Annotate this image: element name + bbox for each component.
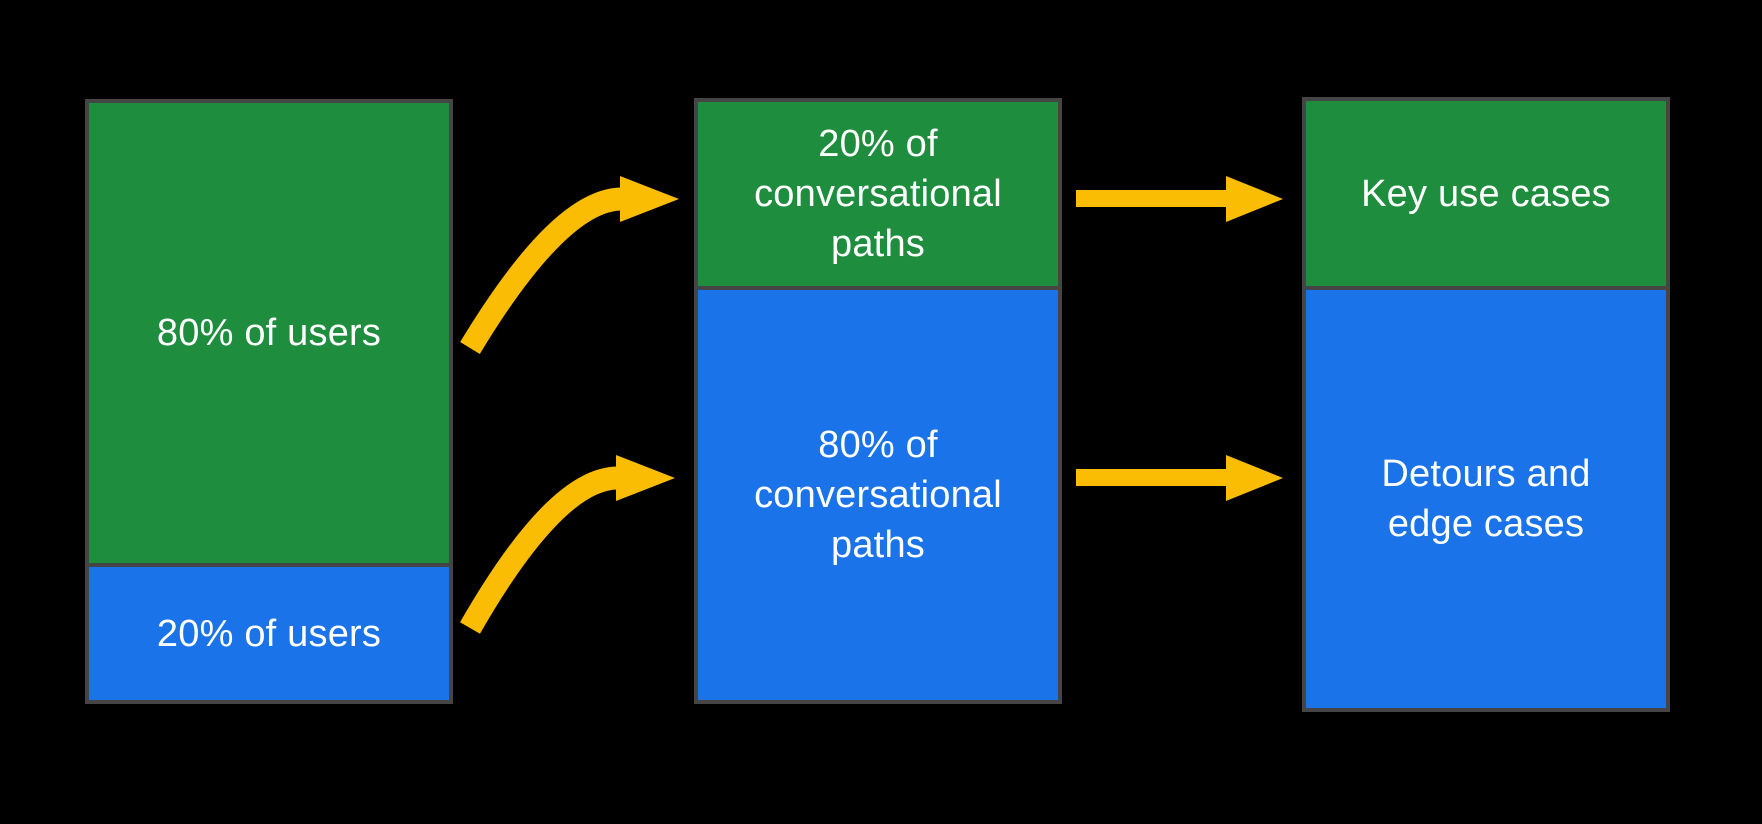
detours-edge-cases-segment: Detours and edge cases (1306, 290, 1666, 708)
paths-20-label: 20% of conversational paths (754, 123, 1002, 265)
straight-arrow-paths80-to-detours-icon (1076, 455, 1283, 501)
users-80-segment: 80% of users (89, 103, 449, 567)
outcomes-bar: Key use cases Detours and edge cases (1302, 97, 1670, 712)
paths-80-segment: 80% of conversational paths (698, 290, 1058, 700)
users-bar: 80% of users 20% of users (85, 99, 453, 704)
users-80-label: 80% of users (156, 312, 382, 354)
key-use-cases-label: Key use cases (1361, 172, 1611, 215)
paths-80-label: 80% of conversational paths (754, 424, 1002, 566)
curved-arrow-users80-to-paths20-icon (460, 176, 679, 354)
conversational-paths-bar: 20% of conversational paths 80% of conve… (694, 98, 1062, 704)
curved-arrow-users20-to-paths80-icon (460, 455, 675, 634)
users-20-segment: 20% of users (89, 567, 449, 700)
straight-arrow-paths20-to-keyusecases-icon (1076, 176, 1283, 222)
paths-20-segment: 20% of conversational paths (698, 102, 1058, 290)
users-20-label: 20% of users (156, 612, 382, 655)
detours-edge-cases-label: Detours and edge cases (1381, 453, 1591, 545)
key-use-cases-segment: Key use cases (1306, 101, 1666, 290)
